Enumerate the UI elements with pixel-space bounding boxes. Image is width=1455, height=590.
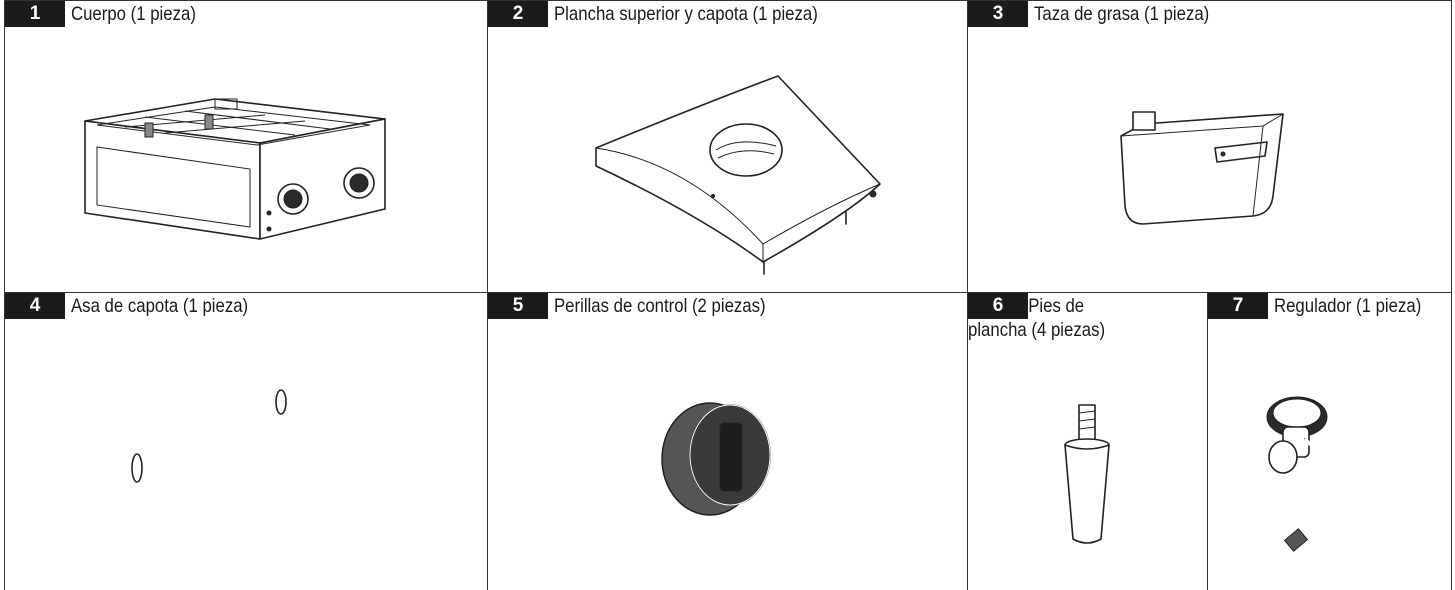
part-cell-3: 3 Taza de grasa (1 pieza) bbox=[968, 0, 1452, 293]
part-heading-1: 1 Cuerpo (1 pieza) bbox=[5, 1, 216, 27]
part-cell-5: 5 Perillas de control (2 piezas) bbox=[488, 293, 968, 590]
part-number-badge: 4 bbox=[5, 293, 65, 319]
control-knob-illustration bbox=[661, 402, 771, 516]
part-number-badge: 1 bbox=[5, 1, 65, 27]
part-heading-5: 5 Perillas de control (2 piezas) bbox=[488, 293, 800, 319]
part-label: Perillas de control (2 piezas) bbox=[554, 295, 766, 317]
part-cell-2: 2 Plancha superior y capota (1 pieza) bbox=[488, 0, 968, 293]
grease-cup-illustration bbox=[1120, 111, 1284, 225]
regulator-illustration bbox=[1266, 396, 1331, 552]
part-cell-6: 6 Pies de plancha (4 piezas) bbox=[968, 293, 1208, 590]
hood-handle-illustration bbox=[131, 389, 315, 483]
griddle-foot-illustration bbox=[1064, 404, 1110, 544]
part-cell-7: 7 Regulador (1 pieza) bbox=[1208, 293, 1452, 590]
part-number-badge: 3 bbox=[968, 1, 1028, 27]
part-heading-7: 7 Regulador (1 pieza) bbox=[1208, 293, 1445, 319]
part-label: Regulador (1 pieza) bbox=[1274, 295, 1422, 317]
part-label: Asa de capota (1 pieza) bbox=[71, 295, 249, 317]
part-heading-4: 4 Asa de capota (1 pieza) bbox=[5, 293, 277, 319]
part-number-badge: 5 bbox=[488, 293, 548, 319]
part-number-badge: 6 bbox=[968, 293, 1028, 319]
part-heading-6: 6 Pies de plancha (4 piezas) bbox=[968, 293, 1105, 341]
part-label: Plancha superior y capota (1 pieza) bbox=[554, 3, 818, 25]
part-number-badge: 2 bbox=[488, 1, 548, 27]
griddle-body-illustration bbox=[84, 98, 386, 240]
part-number-badge: 7 bbox=[1208, 293, 1268, 319]
part-heading-2: 2 Plancha superior y capota (1 pieza) bbox=[488, 1, 861, 27]
part-heading-3: 3 Taza de grasa (1 pieza) bbox=[968, 1, 1238, 27]
part-label: Taza de grasa (1 pieza) bbox=[1034, 3, 1210, 25]
part-label: Pies de plancha (4 piezas) bbox=[968, 295, 1106, 341]
part-cell-4: 4 Asa de capota (1 pieza) bbox=[4, 293, 488, 590]
griddle-top-hood-illustration bbox=[595, 75, 881, 275]
parts-list-sheet: 1 Cuerpo (1 pieza) 2 Planc bbox=[4, 0, 1452, 590]
part-label: Cuerpo (1 pieza) bbox=[71, 3, 196, 25]
part-cell-1: 1 Cuerpo (1 pieza) bbox=[4, 0, 488, 293]
